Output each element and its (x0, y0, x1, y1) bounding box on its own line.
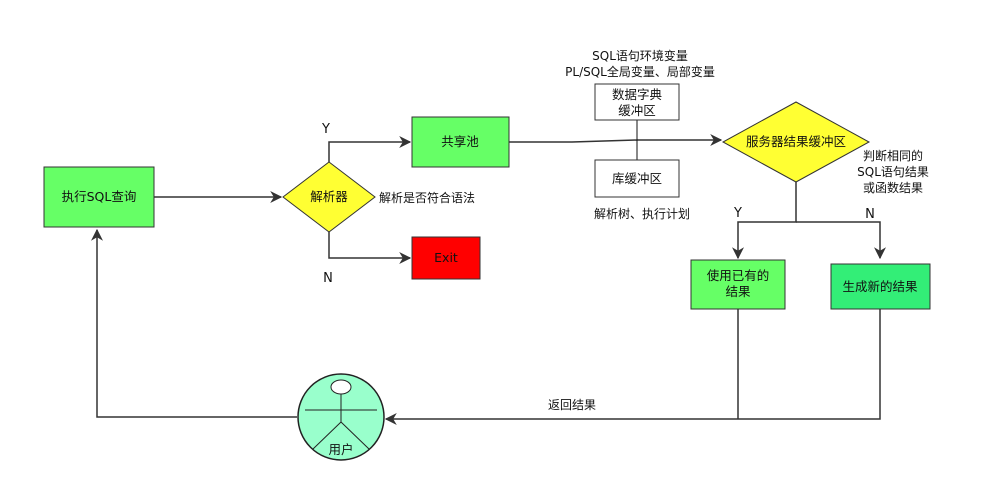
edge-parser-to-exit (328, 232, 412, 264)
node-user-label: 用户 (328, 442, 353, 457)
node-generate-new-label: 生成新的结果 (842, 279, 918, 294)
node-execute-sql[interactable]: 执行SQL查询 (43, 166, 155, 228)
node-parser-label: 解析器 (310, 189, 348, 204)
node-library-cache-label: 库缓冲区 (612, 171, 662, 186)
label-judge-line1: 判断相同的 (863, 148, 923, 163)
edge-generate-new-to-user (384, 309, 881, 425)
edge-parser-to-shared-pool (328, 136, 412, 162)
label-judge-line2: SQL语句结果 (857, 165, 929, 179)
label-judge-line3: 或函数结果 (863, 180, 923, 195)
node-use-existing-line2: 结果 (725, 284, 751, 299)
node-server-result-cache-label: 服务器结果缓冲区 (746, 134, 846, 149)
node-parser[interactable]: 解析器 (282, 161, 376, 233)
node-server-result-cache[interactable]: 服务器结果缓冲区 (721, 101, 871, 183)
node-shared-pool[interactable]: 共享池 (411, 116, 510, 168)
node-user[interactable]: 用户 (297, 373, 385, 461)
label-server-no: N (865, 207, 875, 222)
edge-user-to-execute-sql (91, 228, 297, 418)
node-data-dictionary-line2: 缓冲区 (618, 103, 656, 118)
label-parser-no: N (323, 271, 333, 286)
node-library-cache[interactable]: 库缓冲区 (594, 159, 680, 198)
label-parser-note: 解析是否符合语法 (379, 190, 475, 205)
node-use-existing-line1: 使用已有的 (707, 268, 770, 283)
node-exit-label: Exit (434, 250, 458, 265)
label-sql-env-line2: PL/SQL全局变量、局部变量 (565, 64, 715, 79)
node-generate-new-result[interactable]: 生成新的结果 (830, 263, 931, 310)
edge-server-to-use-existing (732, 182, 797, 260)
node-execute-sql-label: 执行SQL查询 (62, 189, 137, 204)
label-parse-tree: 解析树、执行计划 (594, 206, 690, 221)
node-shared-pool-label: 共享池 (441, 134, 479, 149)
user-actor-icon (305, 379, 377, 450)
node-data-dictionary-cache[interactable]: 数据字典 缓冲区 (594, 83, 680, 121)
label-return-result: 返回结果 (548, 398, 596, 412)
label-server-yes: Y (733, 206, 742, 221)
label-parser-yes: Y (321, 122, 330, 137)
edge-server-to-generate-new (796, 221, 886, 260)
node-data-dictionary-line1: 数据字典 (612, 87, 662, 102)
edge-shared-pool-to-server-cache (509, 134, 723, 146)
node-use-existing-result[interactable]: 使用已有的 结果 (690, 259, 786, 310)
node-exit[interactable]: Exit (411, 236, 481, 280)
label-sql-env-line1: SQL语句环境变量 (592, 48, 688, 63)
